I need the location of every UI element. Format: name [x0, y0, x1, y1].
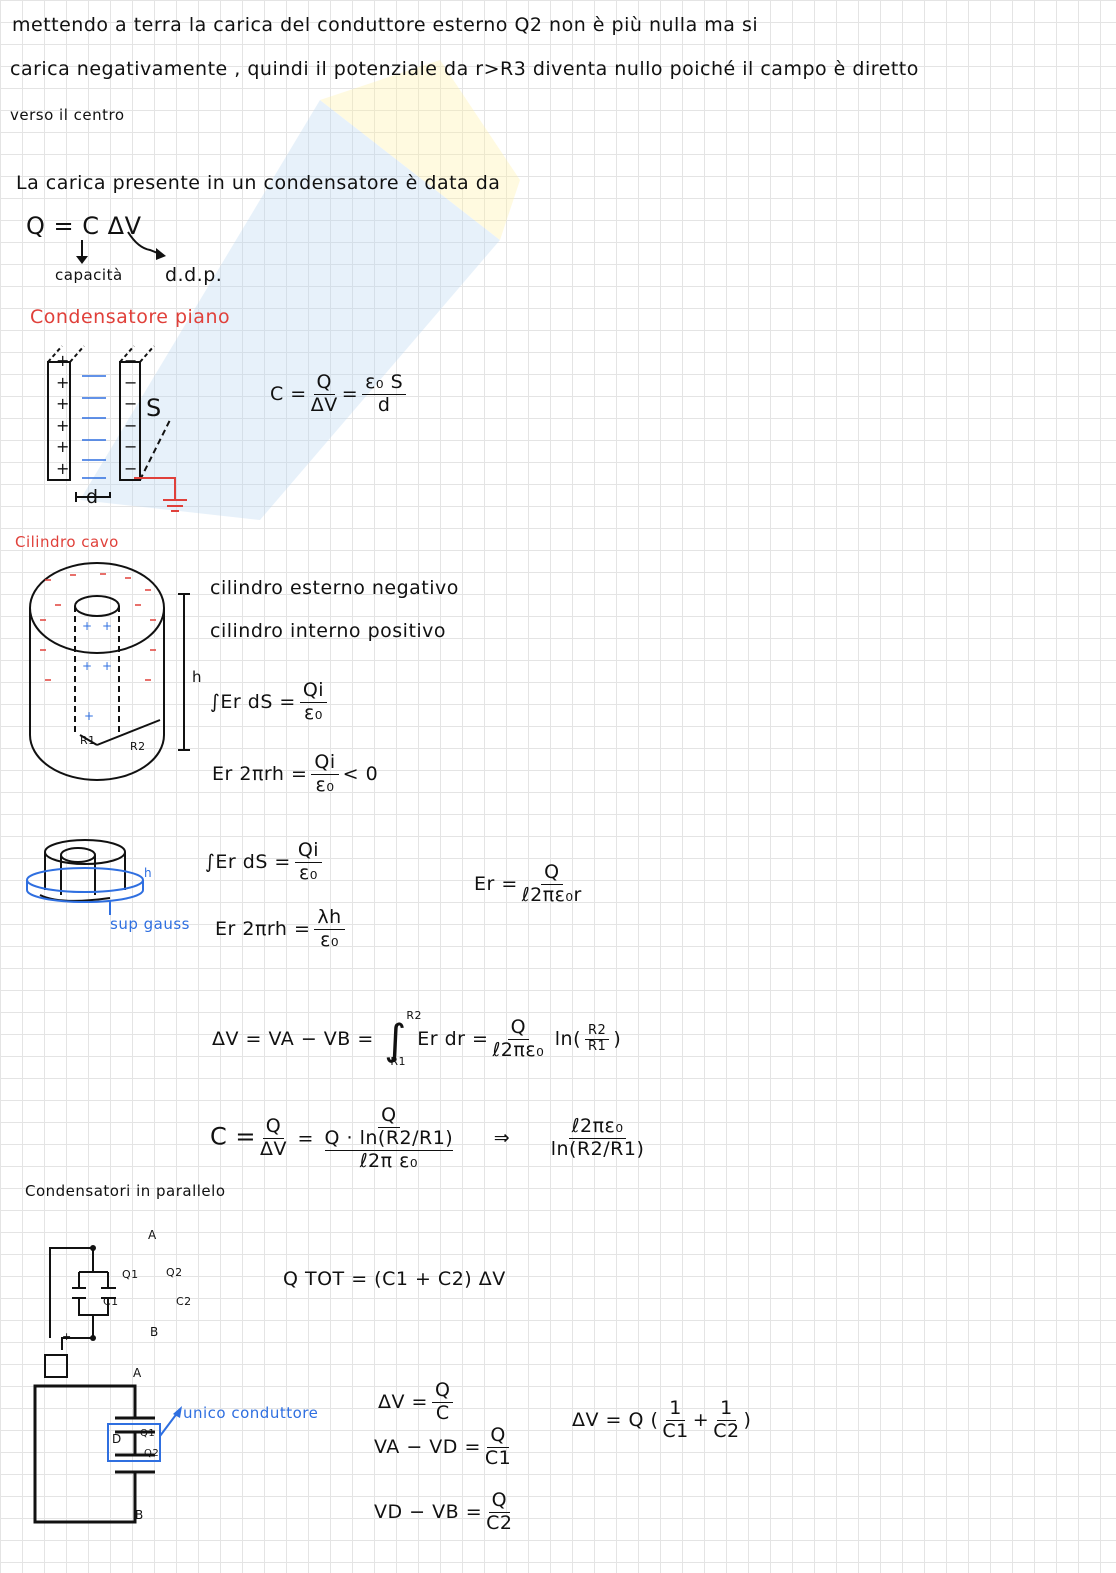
gauss-height-label: h — [144, 866, 153, 880]
series-q2: Q2 — [144, 1448, 160, 1459]
series-node-d: D — [112, 1432, 122, 1446]
parallel-q2: Q2 — [166, 1266, 183, 1279]
parallel-title: Condensatori in parallelo — [25, 1182, 226, 1200]
series-q1: Q1 — [140, 1428, 156, 1439]
charge-formula: Q = C ΔV — [26, 212, 142, 240]
svg-text:+: + — [102, 659, 112, 673]
gauss-surface-drawing — [26, 839, 144, 915]
svg-text:+: + — [84, 709, 94, 723]
svg-text:+: + — [82, 659, 92, 673]
inner-cylinder-label: cilindro interno positivo — [210, 620, 447, 642]
r2-label: R2 — [130, 740, 146, 753]
parallel-c1: C1 — [103, 1295, 119, 1308]
intro-line-2: carica negativamente , quindi il potenzi… — [10, 58, 919, 80]
outer-cylinder-label: cilindro esterno negativo — [210, 577, 459, 599]
battery-minus: - — [92, 1330, 97, 1343]
height-label: h — [192, 668, 203, 686]
parallel-node-b: B — [150, 1325, 159, 1339]
plane-capacitor-title: Condensatore piano — [30, 306, 231, 328]
cylinder-drawing: + + + + + — [29, 562, 190, 781]
plane-capacitor-drawing — [47, 345, 187, 512]
capacity-label: capacità — [55, 266, 123, 284]
single-conductor-annotation: unico conduttore — [183, 1404, 319, 1422]
charge-arrows — [76, 231, 166, 264]
plus-charges: ++++++ — [56, 351, 70, 478]
svg-text:+: + — [102, 619, 112, 633]
watermark-logo — [80, 60, 520, 520]
minus-charges: −−−−−− — [124, 351, 138, 478]
svg-text:+: + — [82, 619, 92, 633]
parallel-total-charge: Q TOT = (C1 + C2) ΔV — [283, 1268, 506, 1290]
gauss-surface-label: sup gauss — [110, 915, 190, 933]
intro-line-3: verso il centro — [10, 106, 125, 124]
cylinder-title: Cilindro cavo — [15, 533, 119, 551]
battery-plus: + — [62, 1330, 72, 1343]
intro-line-1: mettendo a terra la carica del conduttor… — [12, 14, 759, 36]
parallel-q1: Q1 — [122, 1268, 139, 1281]
series-node-a: A — [133, 1366, 142, 1380]
parallel-c2: C2 — [176, 1295, 192, 1308]
parallel-node-a: A — [148, 1228, 157, 1242]
series-circuit-drawing — [33, 1384, 182, 1524]
r1-label: R1 — [80, 734, 96, 747]
parallel-circuit-drawing-2 — [49, 1248, 108, 1339]
series-node-b: B — [135, 1508, 144, 1522]
charge-sentence: La carica presente in un condensatore è … — [16, 172, 501, 194]
distance-label: d — [86, 486, 99, 508]
surface-label: S — [146, 394, 162, 422]
ddp-label: d.d.p. — [165, 264, 223, 286]
